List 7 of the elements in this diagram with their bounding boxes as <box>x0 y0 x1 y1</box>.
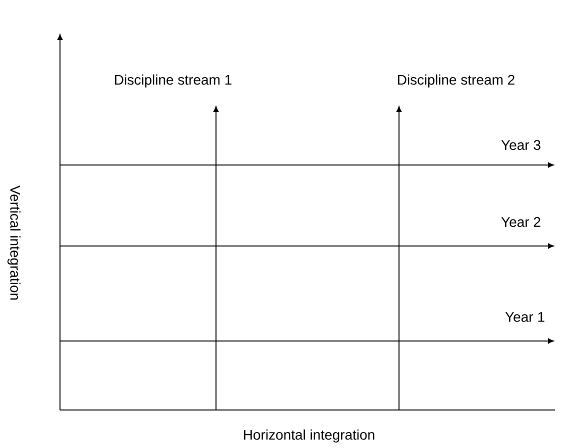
arrow-label: Discipline stream 2 <box>398 74 514 88</box>
arrow-label: Discipline stream 1 <box>115 74 232 88</box>
arrow-label: Year 2 <box>501 217 540 227</box>
arrow-label: Year 3 <box>501 140 540 150</box>
arrow-label: Year 1 <box>505 312 544 322</box>
axis-label: Vertical integration <box>7 185 21 300</box>
axis-label: Horizontal integration <box>244 429 374 443</box>
